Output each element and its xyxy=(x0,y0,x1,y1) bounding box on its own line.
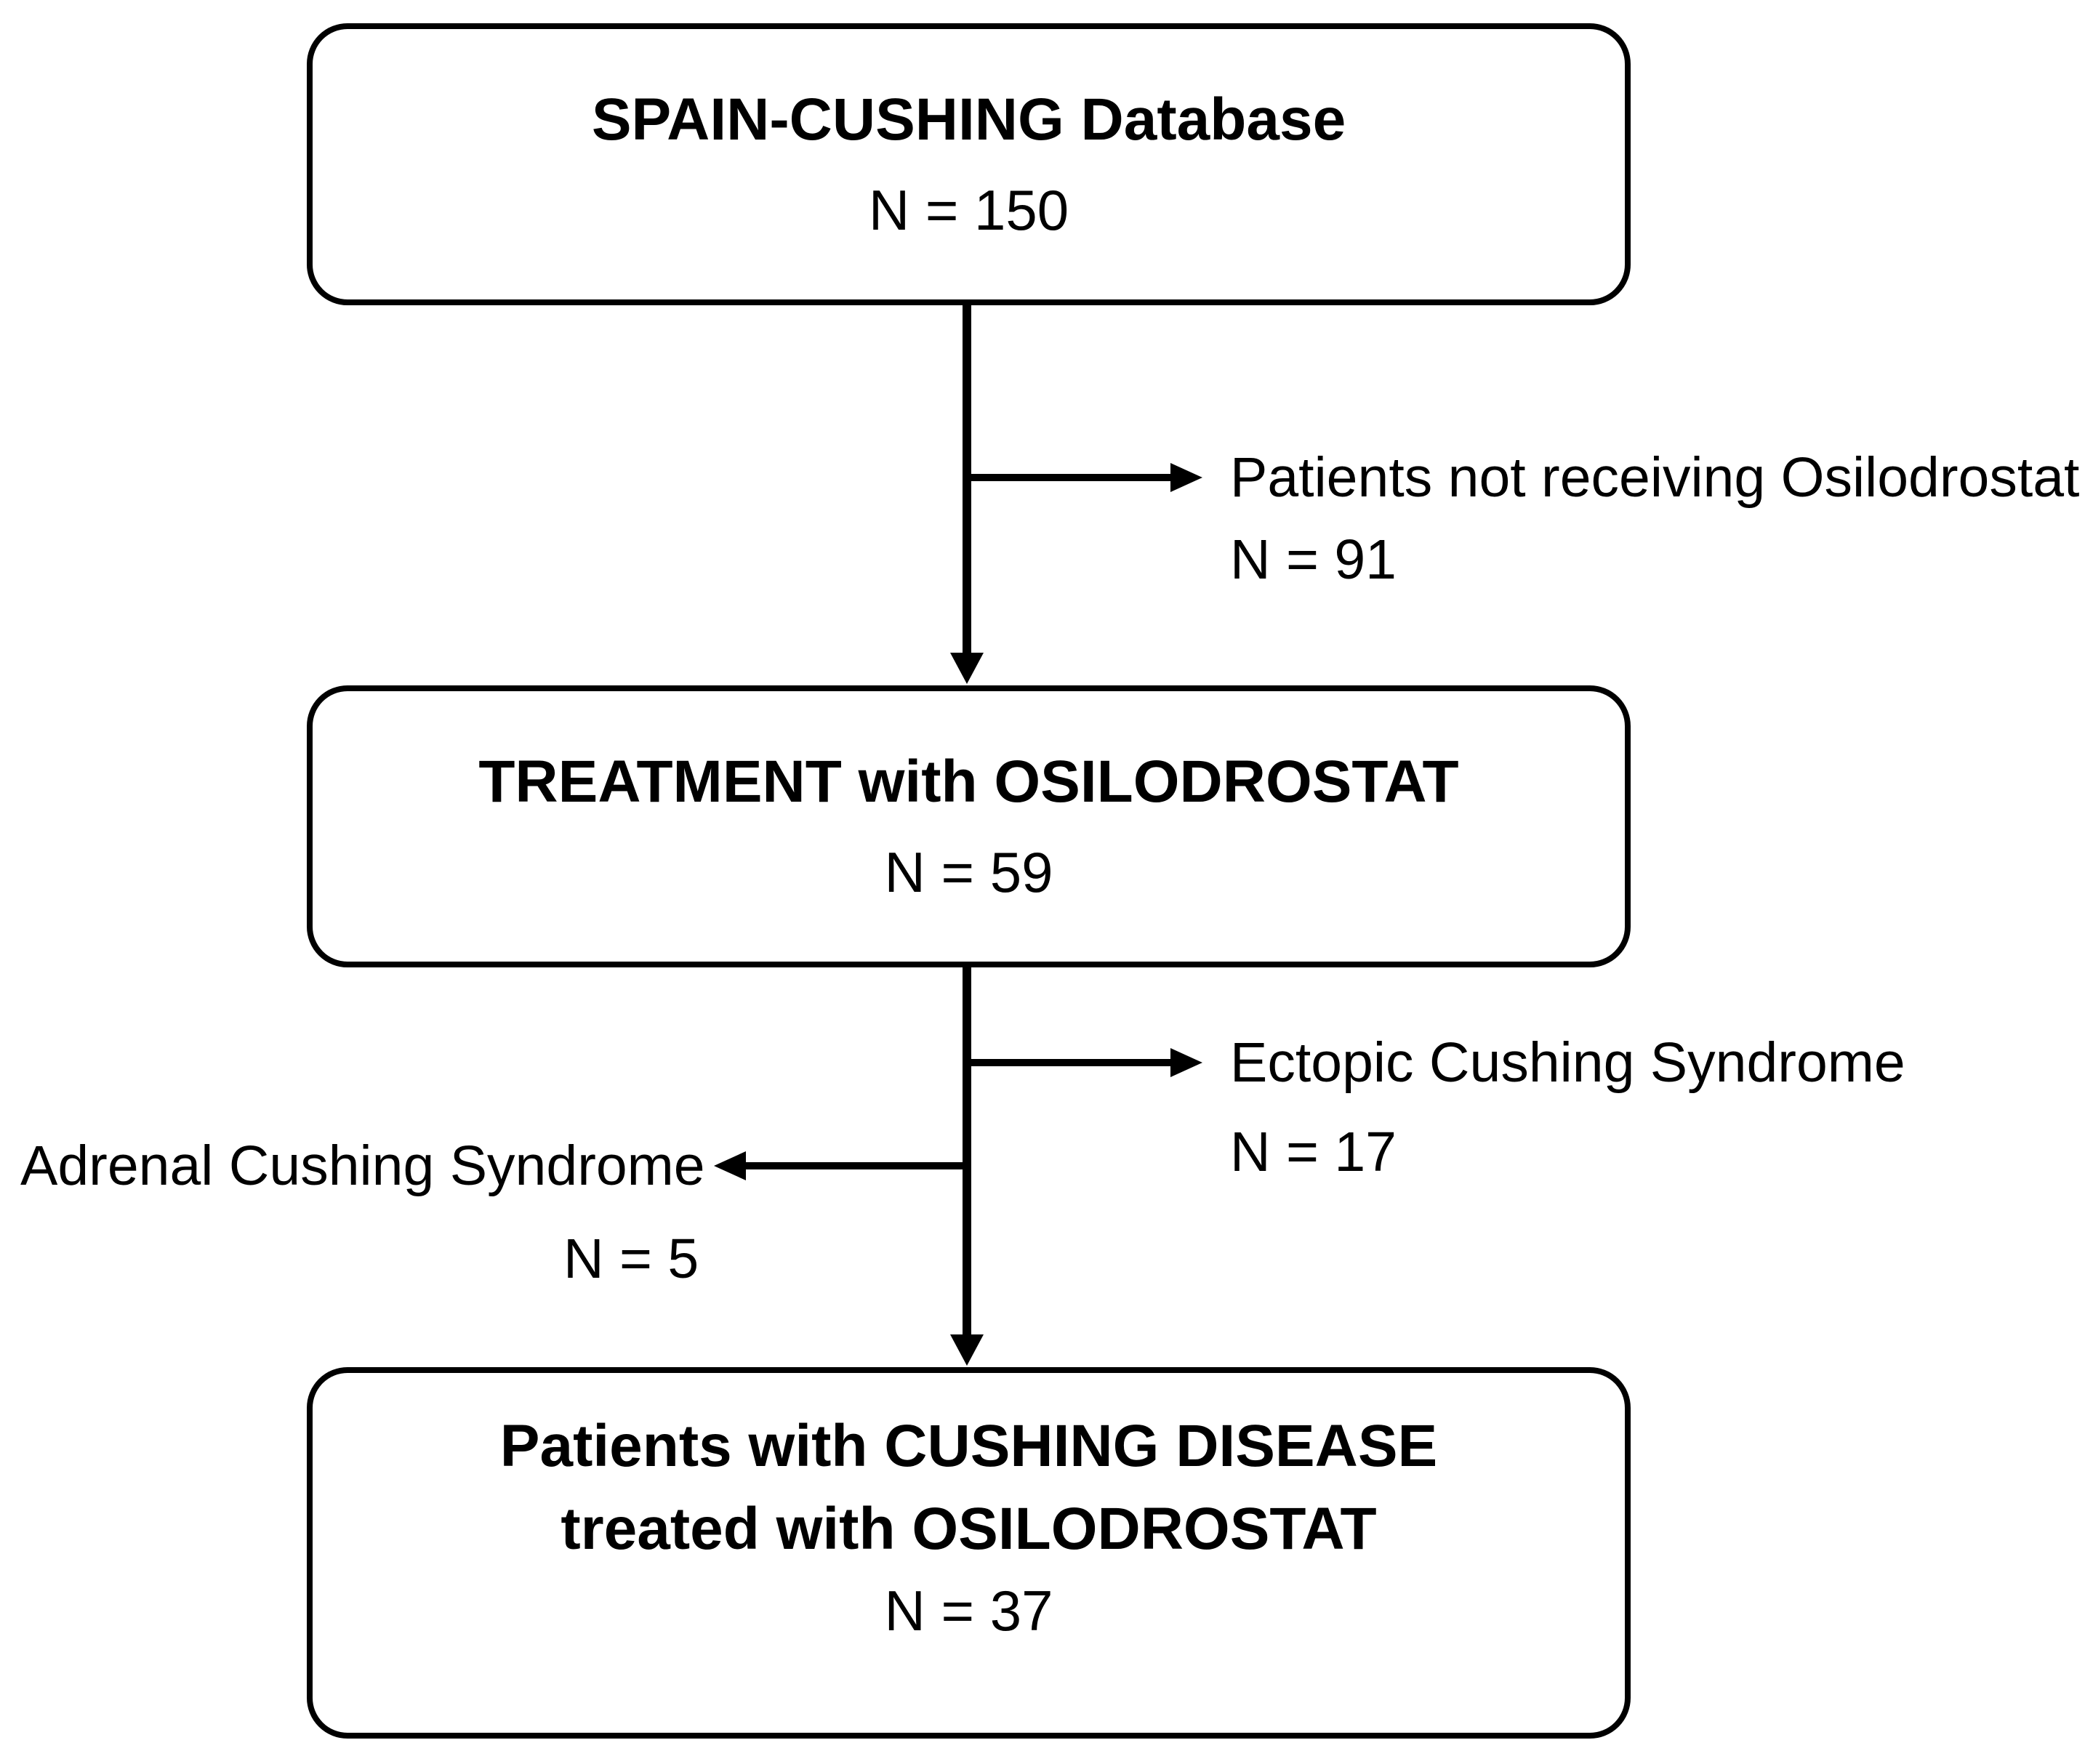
branch-line-not-receiving xyxy=(963,474,1175,481)
box-disease-count: N = 37 xyxy=(884,1578,1053,1643)
box-disease-title-line-2: treated with OSILODROSTAT xyxy=(561,1495,1377,1562)
box-cushing-disease-osilodrostat: Patients with CUSHING DISEASE treated wi… xyxy=(307,1367,1631,1739)
box-database-count: N = 150 xyxy=(868,178,1069,242)
label-not-receiving-osilodrostat: Patients not receiving Osilodrostat xyxy=(1230,446,2080,509)
arrowhead-left-icon xyxy=(714,1151,746,1180)
branch-line-adrenal xyxy=(744,1162,968,1169)
label-adrenal-cushing-syndrome: Adrenal Cushing Syndrome xyxy=(20,1135,705,1197)
box-disease-title-line-1: Patients with CUSHING DISEASE xyxy=(499,1412,1438,1479)
box-spain-cushing-database: SPAIN-CUSHING Database N = 150 xyxy=(307,23,1631,305)
label-not-receiving-osilodrostat-count: N = 91 xyxy=(1230,528,1397,591)
arrowhead-down-icon xyxy=(950,1334,984,1366)
label-ectopic-cushing-syndrome: Ectopic Cushing Syndrome xyxy=(1230,1031,1905,1094)
label-adrenal-cushing-syndrome-count: N = 5 xyxy=(563,1228,699,1290)
box-treatment-count: N = 59 xyxy=(884,840,1053,904)
arrowhead-right-icon xyxy=(1170,463,1202,492)
box-treatment-osilodrostat: TREATMENT with OSILODROSTAT N = 59 xyxy=(307,685,1631,967)
arrowhead-down-icon xyxy=(950,653,984,684)
branch-line-ectopic xyxy=(963,1059,1175,1066)
label-ectopic-cushing-syndrome-count: N = 17 xyxy=(1230,1121,1397,1183)
box-database-title: SPAIN-CUSHING Database xyxy=(591,86,1346,153)
arrow-line-treatment-to-disease xyxy=(963,966,971,1338)
box-treatment-title: TREATMENT with OSILODROSTAT xyxy=(478,749,1459,815)
arrowhead-right-icon xyxy=(1170,1048,1202,1077)
